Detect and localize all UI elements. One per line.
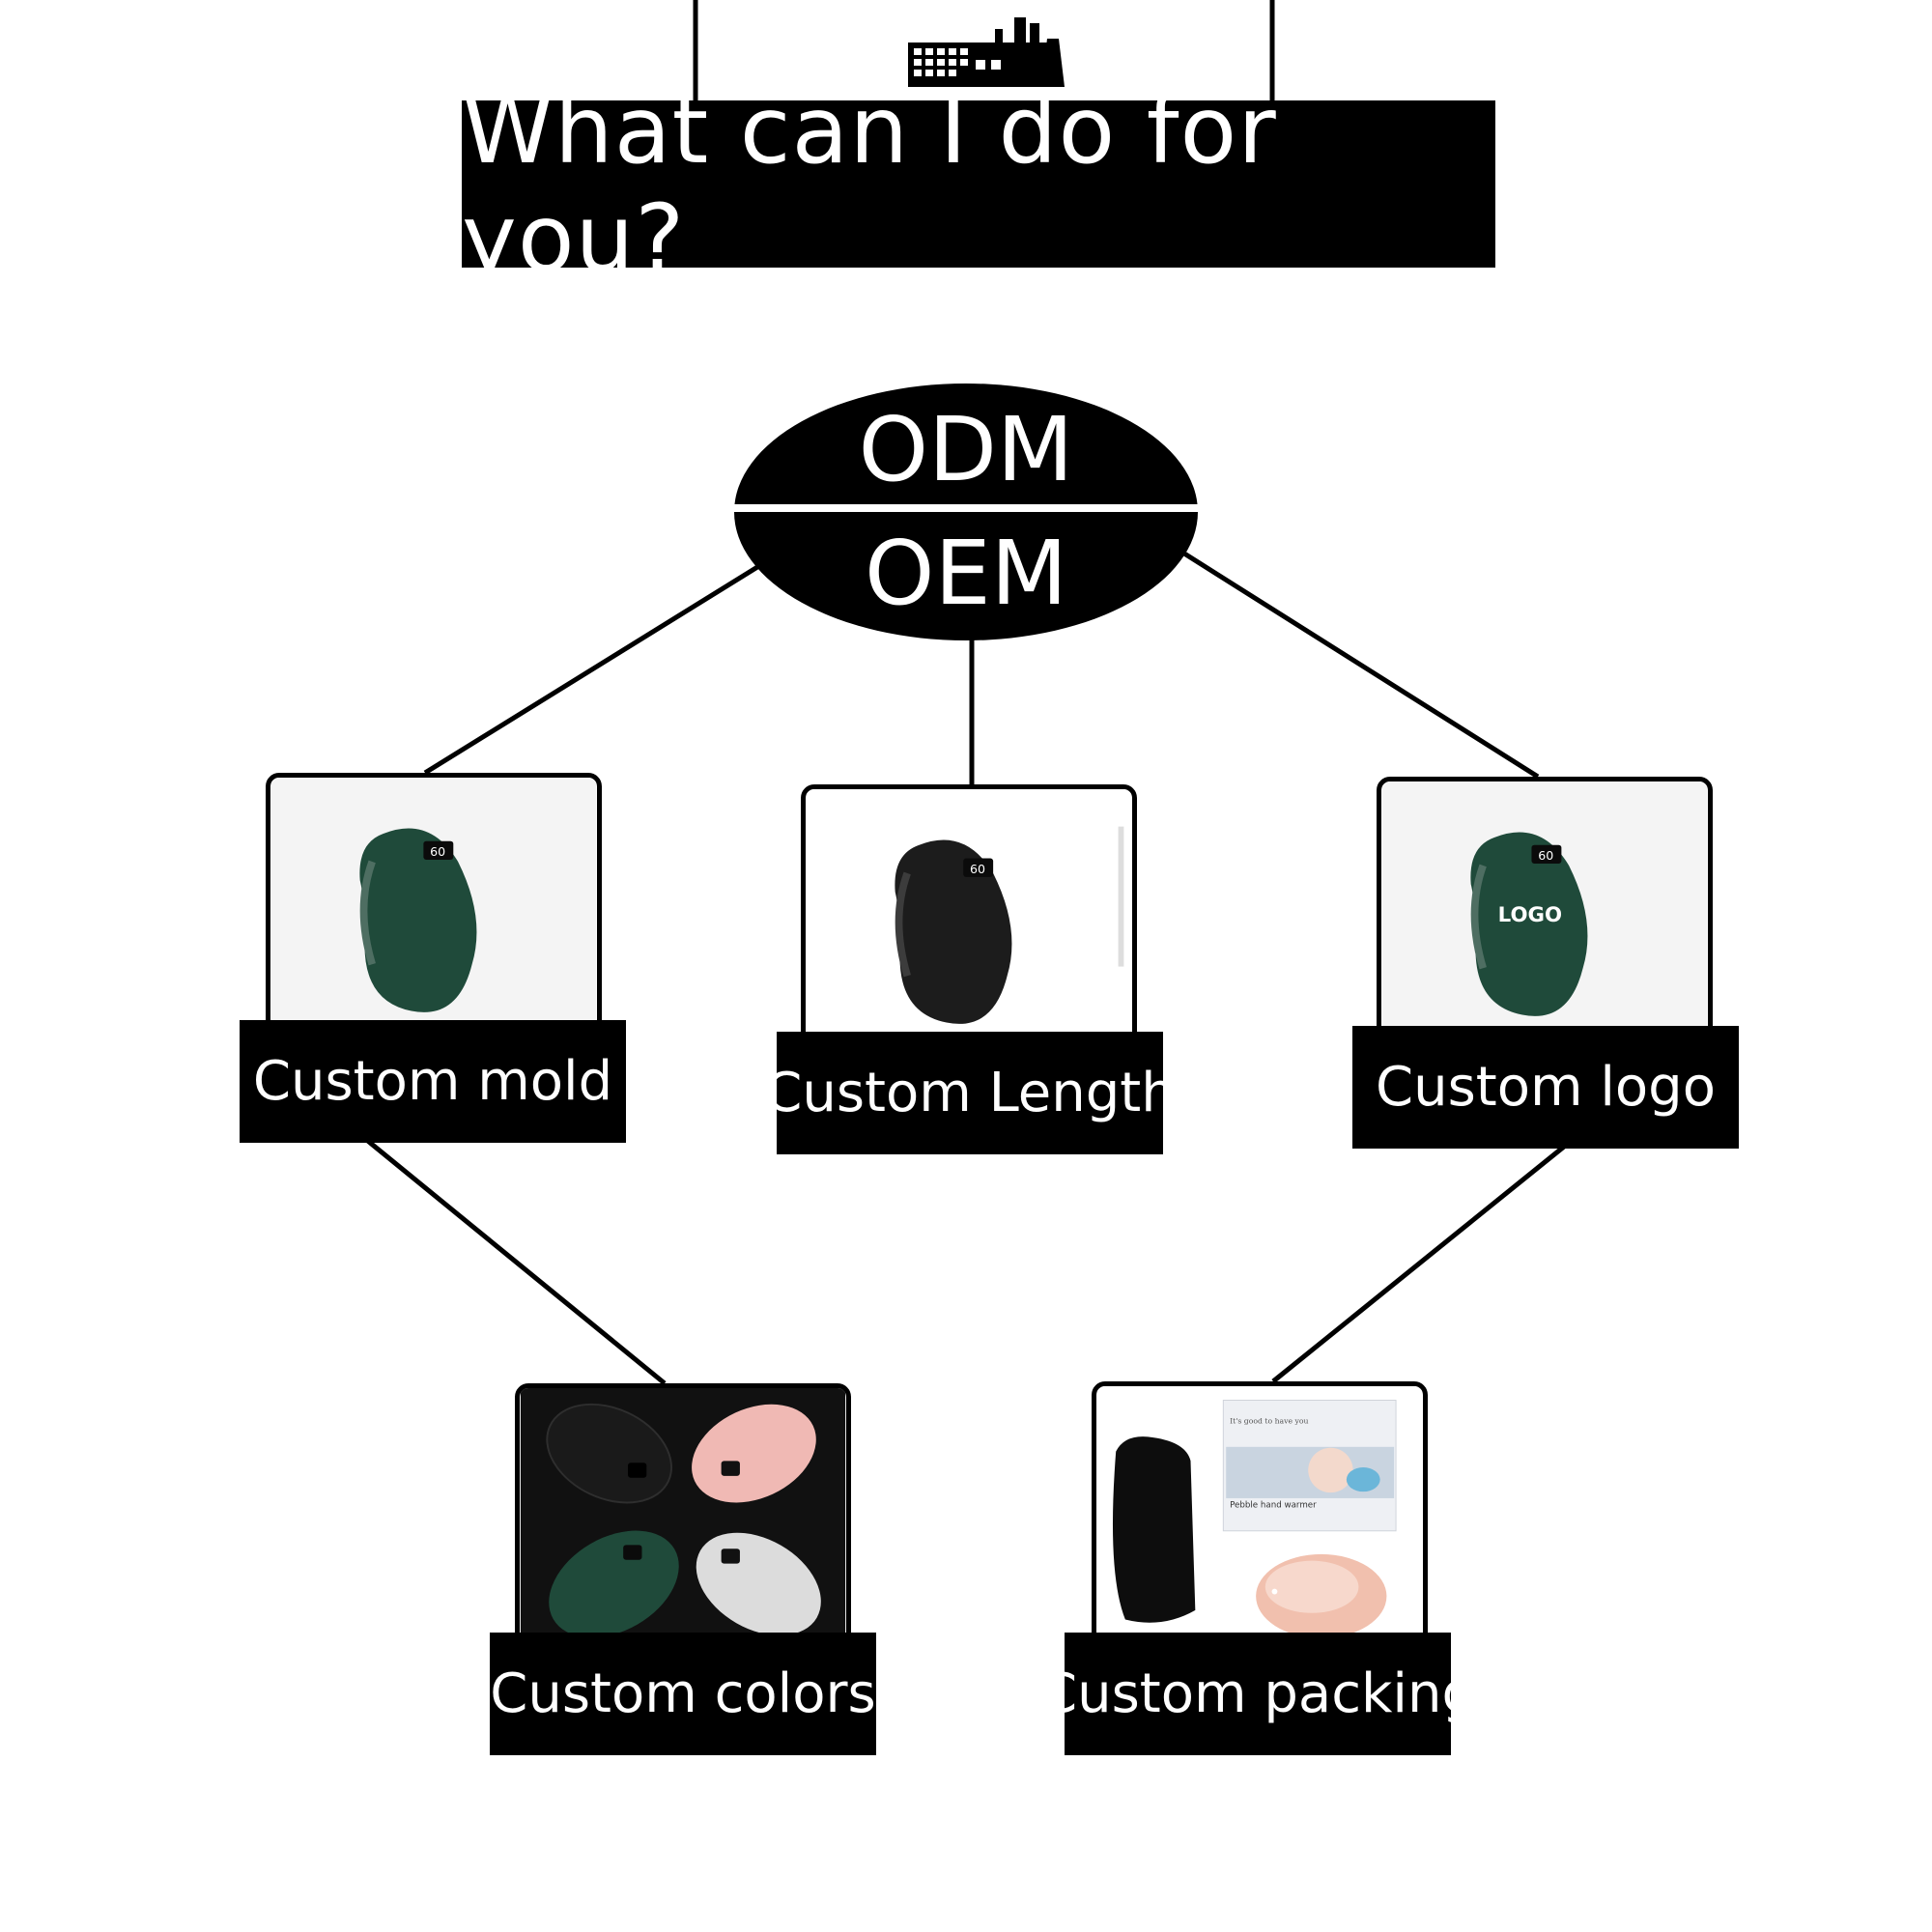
- color-variants-image: [520, 1388, 846, 1664]
- connector-to-custom-mold: [423, 544, 792, 776]
- display-readout: 60: [970, 862, 985, 876]
- connector-to-custom-colors: [341, 1119, 667, 1385]
- custom-logo-card: 60 LOGO: [1377, 777, 1713, 1063]
- title-banner: What can I do for you?: [462, 76, 1495, 293]
- custom-packing-label: Custom packing: [1039, 1633, 1476, 1755]
- custom-mold-card: 60: [266, 773, 602, 1059]
- logo-hand-warmer-image: 60 LOGO: [1381, 781, 1708, 1058]
- custom-mold-label: Custom mold: [240, 1020, 626, 1143]
- oem-label: OEM: [865, 522, 1067, 625]
- custom-colors-card: [515, 1383, 851, 1669]
- connector-to-custom-packing: [1271, 1121, 1596, 1383]
- custom-colors-label: Custom colors: [490, 1633, 876, 1755]
- page-title: What can I do for you?: [462, 75, 1277, 293]
- box-note: It's good to have you: [1230, 1417, 1308, 1426]
- box-title: Pebble hand warmer: [1230, 1501, 1317, 1511]
- custom-length-card: 60: [801, 784, 1137, 1070]
- connector-to-custom-logo: [1182, 551, 1540, 780]
- display-readout: 60: [430, 844, 445, 859]
- black-hand-warmer-image: 60: [806, 789, 1132, 1065]
- odm-label: ODM: [858, 398, 1074, 501]
- logo-mark: LOGO: [1498, 903, 1562, 927]
- custom-logo-label: Custom logo: [1352, 1026, 1739, 1149]
- green-hand-warmer-image: 60: [270, 778, 597, 1054]
- custom-packing-card: Pebble hand warmer It's good to have you: [1092, 1381, 1428, 1667]
- factory-icon: [908, 17, 1065, 87]
- packaging-image: Pebble hand warmer It's good to have you: [1096, 1386, 1423, 1662]
- display-readout: 60: [1538, 848, 1553, 863]
- custom-length-label: Custom Length: [764, 1032, 1176, 1154]
